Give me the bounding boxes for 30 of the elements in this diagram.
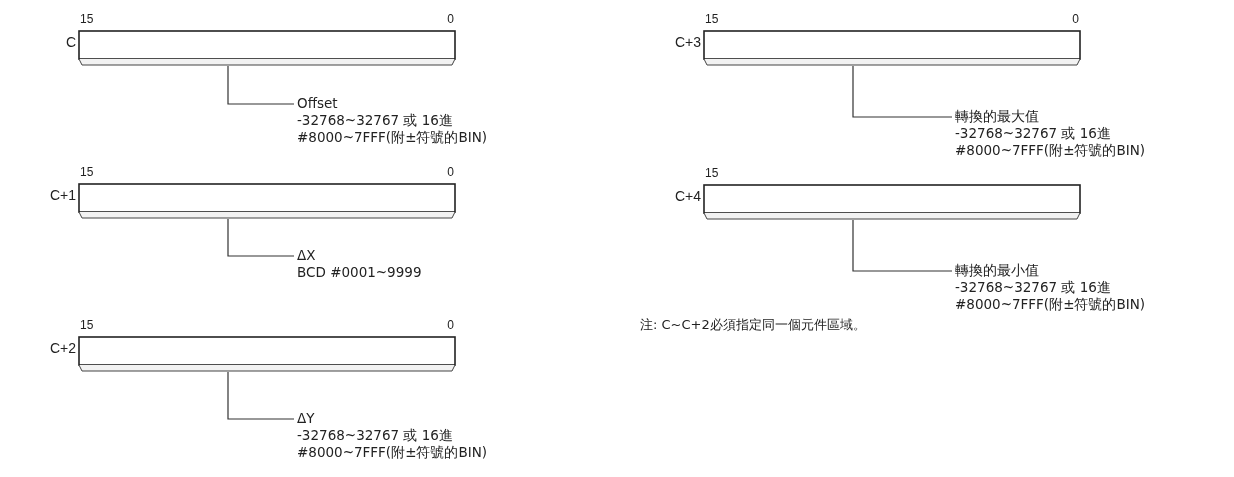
field-name: 轉換的最大值 xyxy=(955,108,1040,125)
register-name: C+1 xyxy=(49,187,76,203)
value-range: -32768~32767 或 16進#8000~7FFF(附±符號的BIN) xyxy=(297,112,489,146)
bit-number: 15 xyxy=(705,166,719,180)
bit-number: 15 xyxy=(80,165,94,179)
leader-line xyxy=(852,65,953,118)
bit-number: 0 xyxy=(447,12,454,26)
field-name: 轉換的最小值 xyxy=(955,262,1040,279)
register-name: C+3 xyxy=(674,34,701,50)
bit-number: 0 xyxy=(447,318,454,332)
leader-line xyxy=(227,218,295,257)
leader-line xyxy=(227,65,295,105)
leader-line xyxy=(227,371,295,420)
field-name: Offset xyxy=(297,95,339,112)
bit-number: 0 xyxy=(447,165,454,179)
register-name: C xyxy=(65,34,76,50)
leader-line xyxy=(852,219,953,272)
bit-number: 15 xyxy=(80,12,94,26)
bit-number: 15 xyxy=(80,318,94,332)
bit-number: 0 xyxy=(1072,12,1079,26)
bit-number: 15 xyxy=(705,12,719,26)
value-range: -32768~32767 或 16進#8000~7FFF(附±符號的BIN) xyxy=(955,279,1147,313)
register-name: C+4 xyxy=(674,188,701,204)
field-name: ΔX xyxy=(297,247,317,264)
value-range: -32768~32767 或 16進#8000~7FFF(附±符號的BIN) xyxy=(297,427,489,461)
value-range: BCD #0001~9999 xyxy=(297,264,423,281)
note-text: 注: C~C+2必須指定同一個元件區域。 xyxy=(640,316,866,334)
value-range: -32768~32767 或 16進#8000~7FFF(附±符號的BIN) xyxy=(955,125,1147,159)
field-name: ΔY xyxy=(297,410,316,427)
register-name: C+2 xyxy=(49,340,76,356)
